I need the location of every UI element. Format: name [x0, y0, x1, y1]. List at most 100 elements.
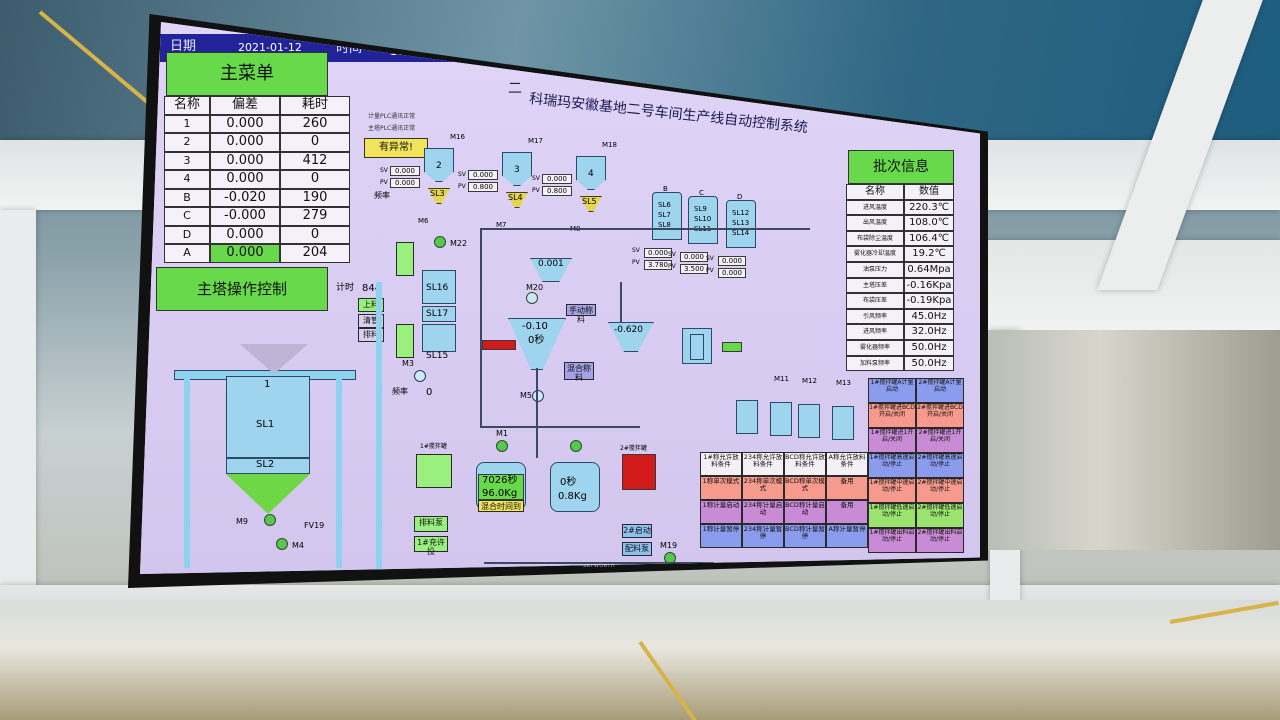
grid-button-right[interactable]: 1#搅拌罐中速启动/停止: [868, 478, 916, 503]
sv-box[interactable]: 0.000: [680, 252, 708, 262]
tower-label-1: 1: [264, 379, 271, 390]
grid-button-left[interactable]: A称计量暂停: [826, 524, 868, 548]
grid-button-right[interactable]: 1#搅拌罐进BCD开启/关闭: [868, 403, 916, 428]
batch-info-value: 220.3℃: [904, 199, 954, 216]
sv-box[interactable]: 0.000: [542, 174, 572, 184]
motor-m5[interactable]: [532, 390, 544, 402]
pv-box: 0.000: [718, 268, 746, 278]
discharge-pump-btn[interactable]: 排料泵: [414, 516, 448, 532]
plc-status-2: 主塔PLC通讯正常: [368, 125, 416, 132]
start-2-btn[interactable]: 2#启动: [622, 524, 652, 538]
pipe: [480, 426, 640, 428]
main-menu-cell: 260: [280, 114, 350, 133]
tower-hopper: [240, 344, 308, 374]
main-menu-cell: 0.000: [210, 170, 280, 189]
tower-leg-left: [184, 378, 190, 568]
batch-info-name: 进风温度: [846, 199, 904, 216]
grid-button-left[interactable]: BCD称允许放料条件: [784, 452, 826, 476]
mixer-1-weight: 96.0Kg: [482, 488, 518, 499]
main-menu-cell: 1: [164, 114, 210, 133]
pipe: [480, 228, 482, 428]
grid-button-left[interactable]: A称允许放料条件: [826, 452, 868, 476]
tower-body: [226, 376, 310, 458]
grid-button-left[interactable]: 234称允许放料条件: [742, 452, 784, 476]
industrial-wall: [980, 330, 1280, 550]
mini-btn-1[interactable]: [396, 242, 414, 276]
motor-m9[interactable]: [264, 514, 276, 526]
sv-label: SV: [668, 251, 676, 258]
pv-label: PV: [532, 187, 540, 194]
mixer-1-display: [478, 474, 524, 500]
grid-button-right[interactable]: 1#搅拌罐出料启动/停止: [868, 528, 916, 553]
small-tank: [798, 404, 820, 438]
sv-box[interactable]: 0.000: [468, 170, 498, 180]
label-m19: M19: [660, 541, 678, 550]
pv-box: 3.780: [644, 260, 672, 270]
label-m5: M5: [520, 391, 532, 400]
date-label: 日期: [170, 39, 197, 54]
main-menu-cell: 0.000: [210, 151, 280, 170]
batch-info-name: 布袋除尘温度: [846, 230, 904, 247]
feed-pump-btn[interactable]: 配料泵: [622, 542, 652, 556]
grid-button-right[interactable]: 1#搅拌罐高速启动/停止: [868, 453, 916, 478]
grid-button-left[interactable]: 备用: [826, 476, 868, 500]
main-menu-cell: 4: [164, 170, 210, 189]
grid-button-right[interactable]: 1#搅拌罐A计量启动: [868, 378, 916, 403]
grid-button-right[interactable]: 2#搅拌罐高速启动/停止: [916, 453, 964, 478]
grid-button-right[interactable]: 2#搅拌罐A计量启动: [916, 378, 964, 403]
sv-box[interactable]: 0.000: [390, 166, 420, 176]
w3-value: -0.620: [614, 325, 644, 335]
hopper-level-label: SL3: [430, 189, 445, 198]
grid-button-left[interactable]: BCD称计量启动: [784, 500, 826, 524]
grid-button-right[interactable]: 2#搅拌罐中速启动/停止: [916, 478, 964, 503]
alarm-indicator[interactable]: 有异常!: [364, 138, 428, 158]
grid-button-right[interactable]: 2#搅拌罐出料启动/停止: [916, 528, 964, 553]
red-indicator: [482, 340, 516, 350]
grid-button-left[interactable]: 1称计量启动: [700, 500, 742, 524]
grid-button-left[interactable]: 234称计量暂停: [742, 524, 784, 548]
motor-m4[interactable]: [276, 538, 288, 550]
tank-sl16: [422, 270, 456, 304]
sv-box[interactable]: 0.000: [644, 248, 672, 258]
motor-m22[interactable]: [434, 236, 446, 248]
grid-button-right[interactable]: 2#搅拌罐进BCD开启/关闭: [916, 403, 964, 428]
grid-button-right[interactable]: 1#搅拌罐低速启动/停止: [868, 503, 916, 528]
grid-button-left[interactable]: 1称计量暂停: [700, 524, 742, 548]
sv-label: SV: [532, 175, 540, 182]
mix-weigh-btn[interactable]: 混合称料: [564, 362, 594, 382]
allow-feed-1-btn[interactable]: 1#充许投: [414, 536, 448, 556]
label-m3: M3: [402, 359, 414, 368]
grid-button-right[interactable]: 2#搅拌罐低速启动/停止: [916, 503, 964, 528]
manual-weigh-btn[interactable]: 手动称料: [566, 304, 596, 324]
batch-info-name: 主塔压差: [846, 277, 904, 294]
grid-button-left[interactable]: BCD称单次模式: [784, 476, 826, 500]
sv-label: SV: [706, 255, 714, 262]
main-menu-cell: 0.000: [210, 225, 280, 244]
main-menu-header: 名称: [164, 96, 210, 115]
bcd-level-label: SL8: [658, 221, 671, 229]
grid-button-left[interactable]: 234称计量启动: [742, 500, 784, 524]
motor-m3[interactable]: [414, 370, 426, 382]
batch-info-button[interactable]: 批次信息: [848, 150, 954, 184]
mixer-2-weight: 0.8Kg: [558, 491, 587, 502]
mini-btn-2[interactable]: [396, 324, 414, 358]
grid-button-right[interactable]: 2#搅拌罐进1开启/关闭: [916, 428, 964, 453]
motor-m1[interactable]: [496, 440, 508, 452]
grid-button-left[interactable]: 1称单次模式: [700, 476, 742, 500]
tower-control-button[interactable]: 主塔操作控制: [156, 267, 328, 311]
label-sl17: SL17: [426, 309, 449, 319]
small-tank: [770, 402, 792, 436]
motor-m20[interactable]: [526, 292, 538, 304]
grid-button-left[interactable]: 234称单次模式: [742, 476, 784, 500]
motor-m2[interactable]: [570, 440, 582, 452]
grid-button-right[interactable]: 1#搅拌罐进1开启/关闭: [868, 428, 916, 453]
sv-box[interactable]: 0.000: [718, 256, 746, 266]
pv-label: PV: [458, 183, 466, 190]
grid-button-left[interactable]: 备用: [826, 500, 868, 524]
grid-button-left[interactable]: 1#称允许放料条件: [700, 452, 742, 476]
freq-label: 频率: [374, 191, 390, 200]
grid-button-left[interactable]: BCD称计量暂停: [784, 524, 826, 548]
main-menu-button[interactable]: 主菜单: [166, 52, 328, 96]
sv-label: SV: [632, 247, 640, 254]
tank-sl15: [422, 324, 456, 352]
